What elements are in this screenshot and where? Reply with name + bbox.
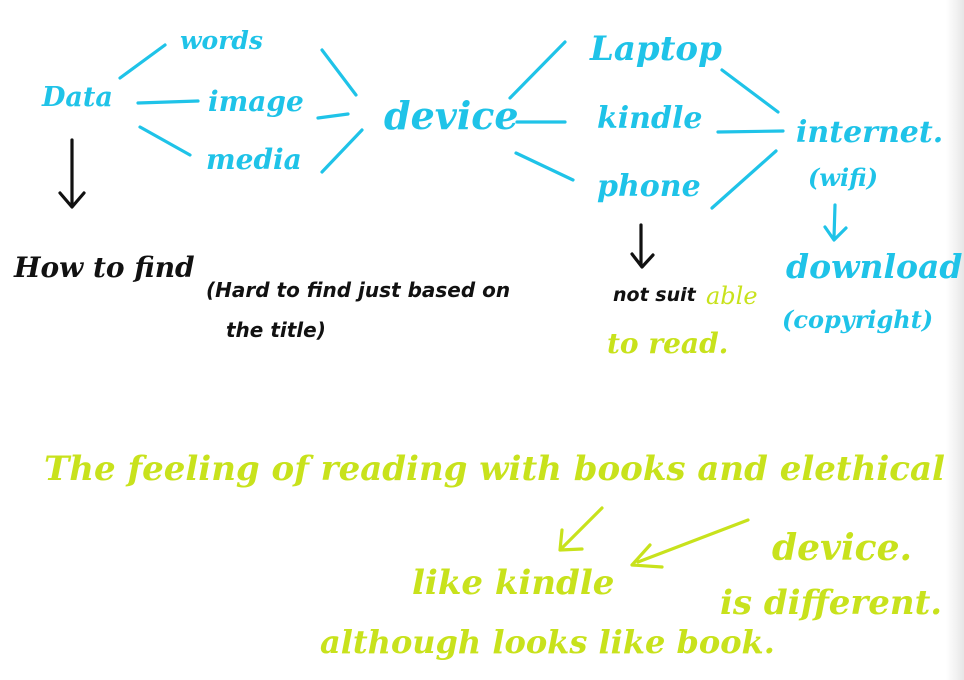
reflection-line1: The feeling of reading with books and el… [44,449,945,489]
node-phone: phone [597,169,701,204]
node-device: device [384,93,519,138]
node-copyright: (copyright) [782,305,934,334]
note-how-to-find: How to find [14,251,195,284]
note-able: able [706,282,758,310]
arrow-phone-notsuitable [630,223,655,269]
node-internet: internet. [796,115,944,150]
note-to-read: to read. [607,327,729,360]
note-hard-to-find-line2: the title) [226,318,326,342]
paper-edge-shadow [946,0,964,680]
node-image: image [208,85,304,118]
line-phone-internet [710,149,778,210]
reflection-is-different: is different. [720,583,943,623]
node-kindle: kindle [597,101,703,136]
arrow-wifi-download [823,203,848,242]
note-hard-to-find-line1: (Hard to find just based on [206,278,511,302]
node-wifi: (wifi) [808,163,878,192]
node-data: Data [42,82,113,113]
node-download: download [786,247,963,286]
node-media: media [206,143,302,176]
line-image-device [316,112,350,120]
line-data-image [136,99,200,105]
node-words: words [180,26,263,55]
arrow-books-likekindle [558,506,604,552]
line-device-phone [514,151,575,182]
line-laptop-internet [720,68,780,114]
reflection-although: although looks like book. [320,623,775,661]
line-media-device [320,128,364,174]
arrow-data-howtofind [58,138,86,209]
arrow-elethical-likekindle [630,518,750,569]
reflection-device: device. [772,527,913,569]
line-device-laptop [508,40,567,100]
reflection-like-kindle: like kindle [412,563,615,603]
line-words-device [320,48,358,97]
line-data-words [118,43,167,80]
note-not-suit: not suit [613,284,696,306]
line-kindle-internet [716,129,785,134]
line-data-media [138,125,192,157]
node-laptop: Laptop [590,29,722,69]
